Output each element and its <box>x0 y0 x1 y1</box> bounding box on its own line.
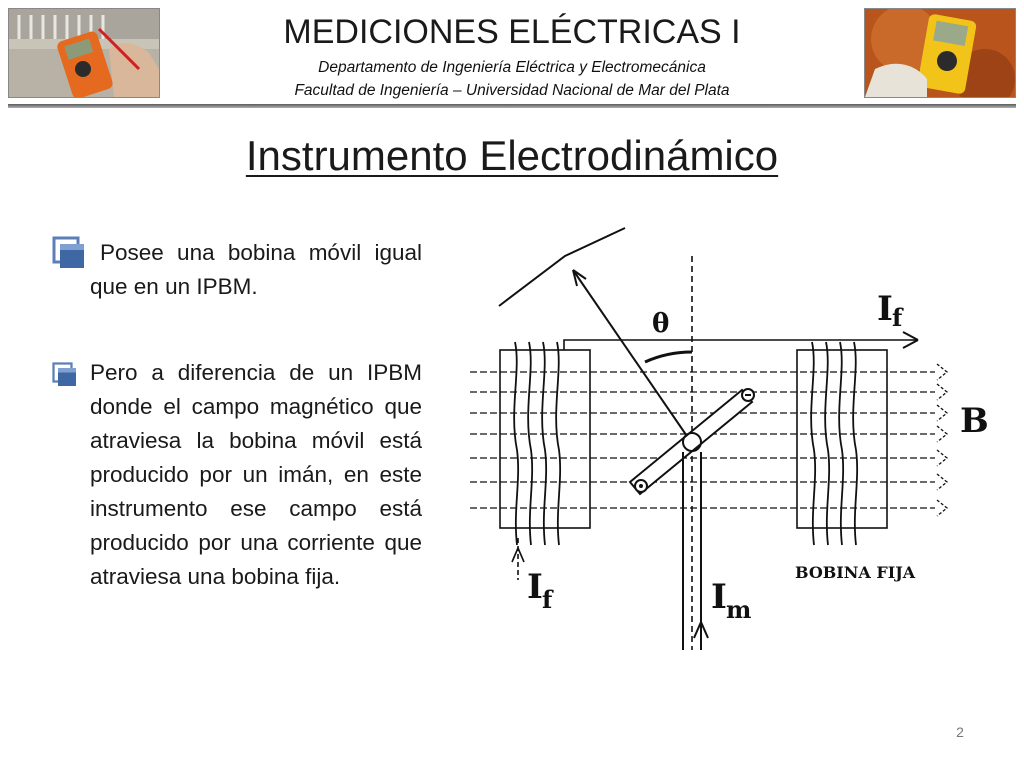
checkbox-bullet-icon <box>52 236 84 268</box>
moving-coil <box>628 388 755 496</box>
bullet-text: Pero a diferencia de un IPBM donde el ca… <box>90 360 422 589</box>
bullet-text: Posee una bobina móvil igual que en un I… <box>90 240 422 299</box>
electrodynamic-instrument-diagram: θ I f B I f I m BOBINA FIJA <box>470 227 989 650</box>
bullet-item: Pero a diferencia de un IPBM donde el ca… <box>52 356 422 594</box>
if-top-label: I <box>877 289 893 329</box>
if-bottom-arrowhead <box>511 547 525 563</box>
im-arrowhead <box>693 621 709 639</box>
header-photo-multimeter-left <box>8 8 160 98</box>
pointer-arrowhead <box>572 269 587 287</box>
if-bottom-label: I <box>527 567 543 607</box>
field-arrowheads <box>936 363 949 517</box>
theta-label: θ <box>652 309 669 339</box>
fixed-coil-label: BOBINA FIJA <box>795 563 916 582</box>
scale-arc <box>498 227 626 307</box>
course-title: MEDICIONES ELÉCTRICAS I <box>283 13 741 51</box>
slide-title: Instrumento Electrodinámico <box>0 130 1024 182</box>
slide-title-text: Instrumento Electrodinámico <box>245 132 779 179</box>
multimeter-photo-icon <box>9 9 159 97</box>
theta-arc <box>644 350 693 364</box>
header-photo-multimeter-right <box>864 8 1016 98</box>
page-number: 2 <box>956 724 964 740</box>
im-label: I <box>711 577 727 617</box>
coil-windings-right <box>810 341 859 546</box>
coil-windings-left <box>513 341 562 546</box>
if-top-conductor <box>563 339 910 350</box>
im-subscript: m <box>726 595 751 624</box>
checkbox-bullet-icon <box>52 362 76 386</box>
department-line: Departamento de Ingeniería Eléctrica y E… <box>318 59 706 76</box>
header-divider <box>8 104 1016 108</box>
if-bottom-subscript: f <box>542 585 554 614</box>
b-field-label: B <box>960 401 989 441</box>
multimeter-photo-icon <box>865 9 1015 97</box>
if-top-subscript: f <box>892 303 904 332</box>
if-top-arrowhead <box>902 331 919 349</box>
bullet-item: Posee una bobina móvil igual que en un I… <box>52 236 422 304</box>
pivot-axis <box>682 432 702 452</box>
faculty-line: Facultad de Ingeniería – Universidad Nac… <box>294 82 730 99</box>
